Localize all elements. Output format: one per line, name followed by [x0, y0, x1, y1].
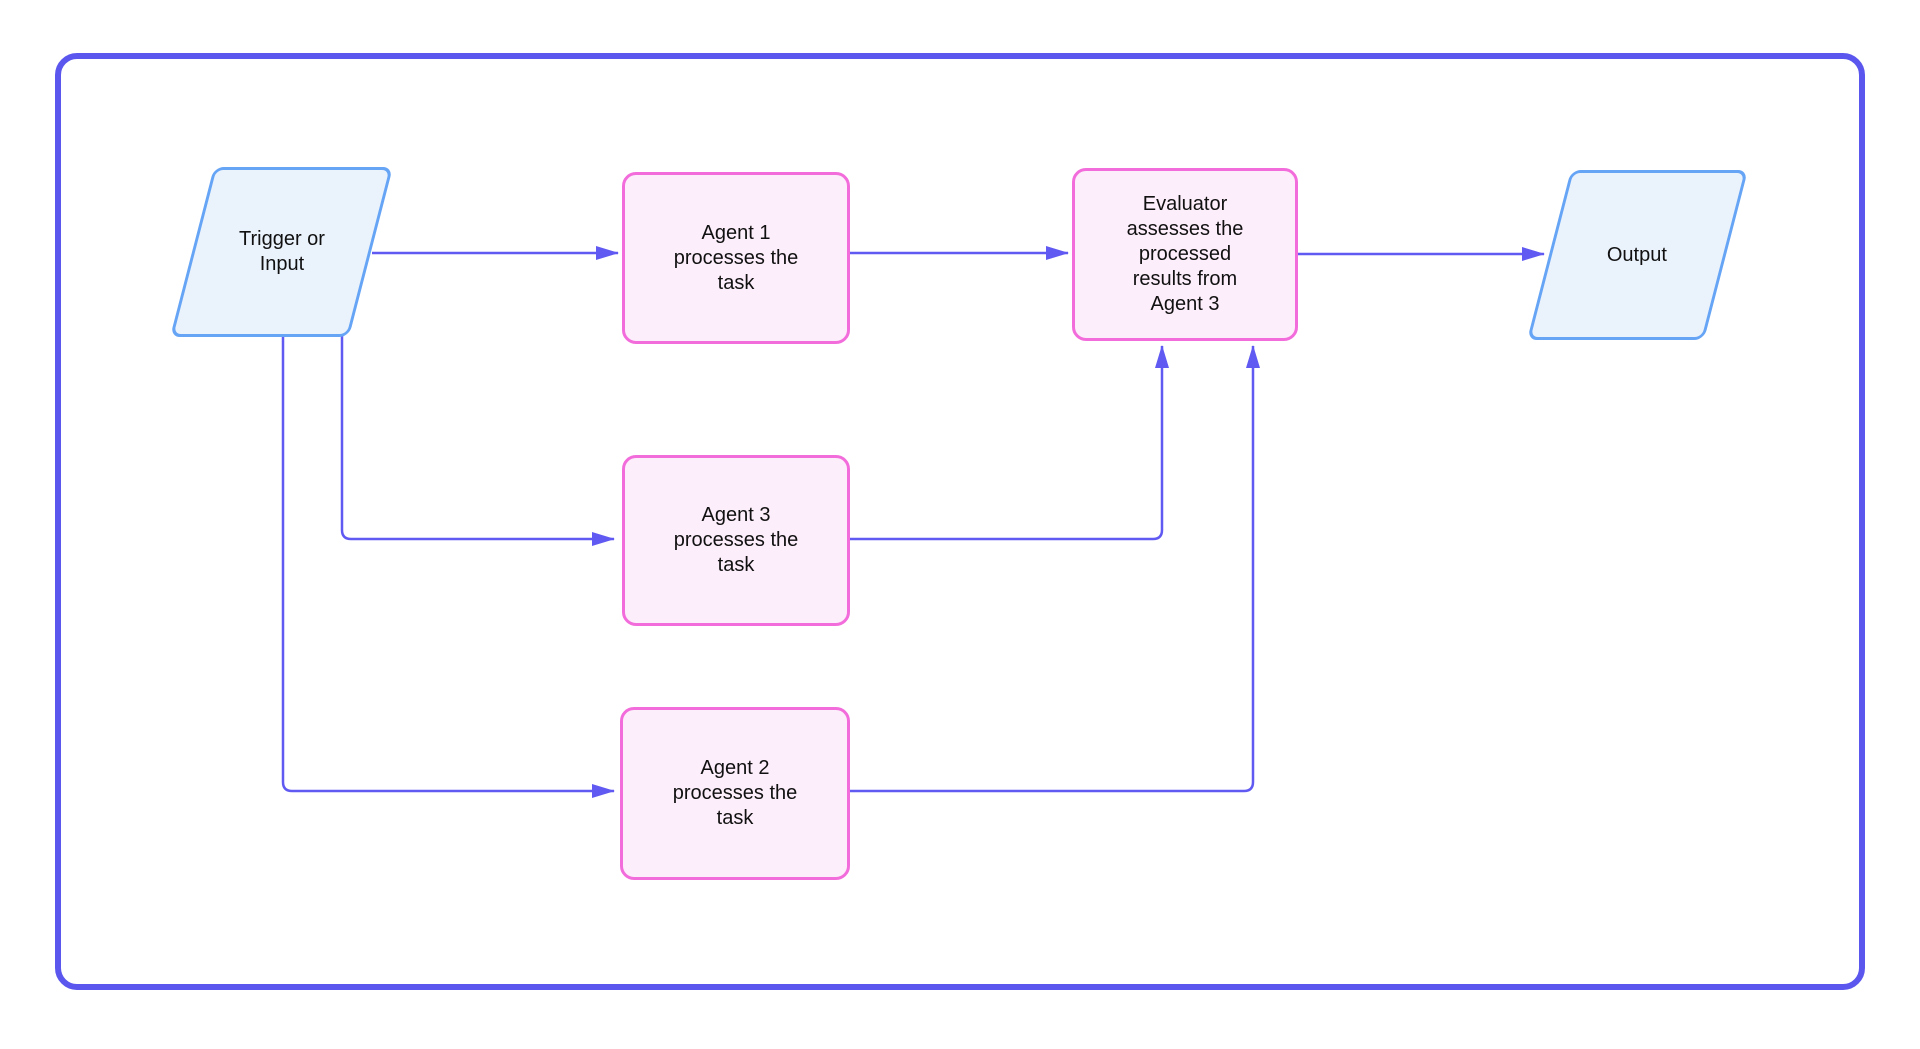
node-evaluator[interactable]: Evaluator assesses the processed results… [1072, 168, 1298, 341]
node-evaluator-label: Evaluator assesses the processed results… [1126, 193, 1244, 315]
node-agent-2[interactable]: Agent 2 processes the task [620, 707, 850, 880]
node-output-label: Output [1607, 243, 1668, 266]
node-agent-3-label: Agent 3 processes the task [673, 504, 799, 576]
node-agent-3[interactable]: Agent 3 processes the task [622, 455, 850, 626]
node-agent-2-label: Agent 2 processes the task [672, 757, 798, 829]
node-agent-1-label: Agent 1 processes the task [673, 221, 799, 294]
node-trigger-input-label: Trigger or Input [238, 228, 325, 275]
diagram-border-frame [55, 53, 1865, 990]
node-agent-1[interactable]: Agent 1 processes the task [622, 172, 850, 344]
